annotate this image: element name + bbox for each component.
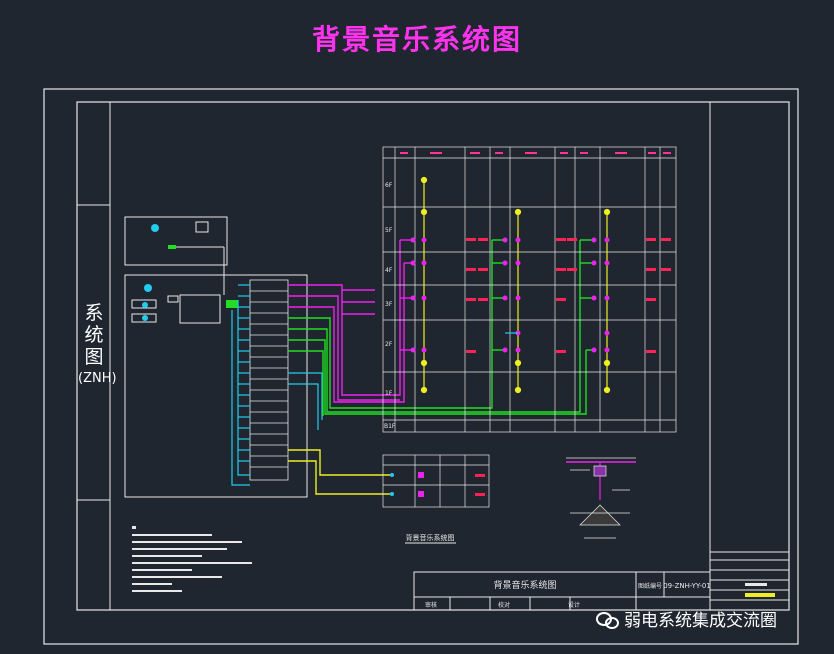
- right-title-strip: [710, 551, 789, 601]
- title-block: [413, 571, 711, 611]
- green-feeder-lines: [288, 239, 594, 416]
- floor-label-1f: 1F: [385, 390, 393, 397]
- floor-label-3f: 3F: [385, 301, 393, 308]
- watermark-text: 弱电系统集成交流圈: [624, 611, 777, 631]
- control-room-box: [124, 216, 308, 498]
- notes-block: [132, 526, 252, 592]
- floor-label-6f: 6F: [385, 182, 393, 189]
- floor-label-4f: 4F: [385, 267, 393, 274]
- title-block-no-label: 图纸编号: [638, 582, 662, 590]
- label-review: 审核: [425, 601, 437, 609]
- legend-caption: 背景音乐系统图: [406, 533, 455, 542]
- title-block-name: 背景音乐系统图: [493, 579, 556, 591]
- floor-label-b1f: B1F: [384, 423, 396, 430]
- yellow-feeder-lines: [288, 449, 390, 495]
- side-title-char: 系: [84, 302, 104, 324]
- magenta-feeder-lines: [288, 239, 412, 403]
- side-title-char: 统: [84, 324, 104, 346]
- side-drawing-title: 系 统 图 (ZNH): [78, 302, 117, 390]
- side-title-char: 图: [84, 346, 104, 368]
- wechat-icon: [596, 610, 619, 629]
- side-title-code: (ZNH): [78, 371, 117, 386]
- red-annotations: [466, 238, 671, 353]
- speaker-icon: [142, 224, 159, 321]
- label-design: 设计: [568, 601, 580, 609]
- outer-frame: [43, 88, 799, 645]
- amplifier-stack: [249, 279, 289, 481]
- watermark: 弱电系统集成交流圈: [596, 606, 777, 631]
- page-title: 背景音乐系统图: [311, 23, 522, 56]
- label-check: 校对: [498, 601, 510, 609]
- grid-header-marks: [400, 152, 671, 154]
- cyan-feeder-lines: [231, 284, 323, 486]
- installation-detail: [566, 457, 636, 539]
- floor-label-5f: 5F: [385, 227, 393, 234]
- floor-grid: [382, 146, 677, 433]
- b1f-legend-table: [382, 454, 490, 508]
- floor-label-2f: 2F: [385, 341, 393, 348]
- title-block-no: 09-ZNH-YY-01: [663, 582, 711, 590]
- speaker-symbols: [410, 237, 610, 353]
